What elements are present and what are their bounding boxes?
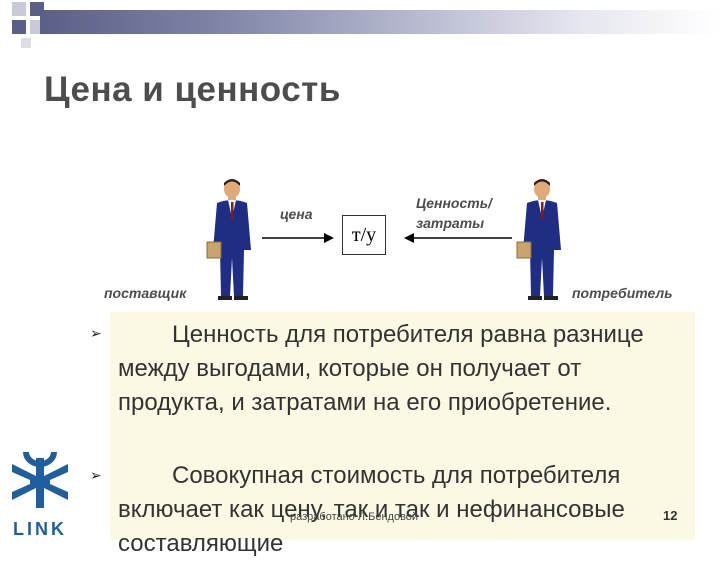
value-label-line2: затраты (416, 215, 485, 231)
slide-title: Цена и ценность (44, 70, 341, 109)
paragraph-1-text: Ценность для потребителя равна разнице м… (118, 321, 644, 416)
corner-square (21, 38, 31, 48)
corner-square (12, 20, 26, 34)
content-panel (110, 312, 695, 540)
arrow-right-icon (262, 233, 334, 243)
link-logo-text: LINK (13, 519, 67, 539)
paragraph-2: Совокупная стоимость для потребителя вкл… (118, 459, 693, 561)
link-logo-icon (12, 451, 68, 508)
consumer-figure-icon (516, 179, 561, 300)
page-number: 12 (663, 508, 678, 523)
paragraph-2-text: Совокупная стоимость для потребителя вкл… (118, 462, 625, 557)
center-box-label: т/у (351, 223, 377, 246)
bullet-arrow-icon: ➢ (90, 467, 102, 483)
consumer-label: потребитель (572, 285, 673, 301)
corner-square (12, 2, 26, 16)
value-label-line1: Ценность/ (416, 195, 492, 211)
supplier-label: поставщик (104, 285, 187, 301)
arrow-left-icon (404, 233, 512, 243)
center-box: т/у (342, 215, 386, 255)
header-gradient-bar (40, 10, 720, 34)
bullet-arrow-icon: ➢ (90, 325, 102, 341)
supplier-figure-icon (206, 179, 251, 300)
footer-author: разработано Л.Бендовой (290, 511, 419, 523)
link-logo: LINK (8, 442, 72, 539)
price-label: цена (280, 206, 313, 222)
paragraph-1: Ценность для потребителя равна разнице м… (118, 318, 693, 420)
